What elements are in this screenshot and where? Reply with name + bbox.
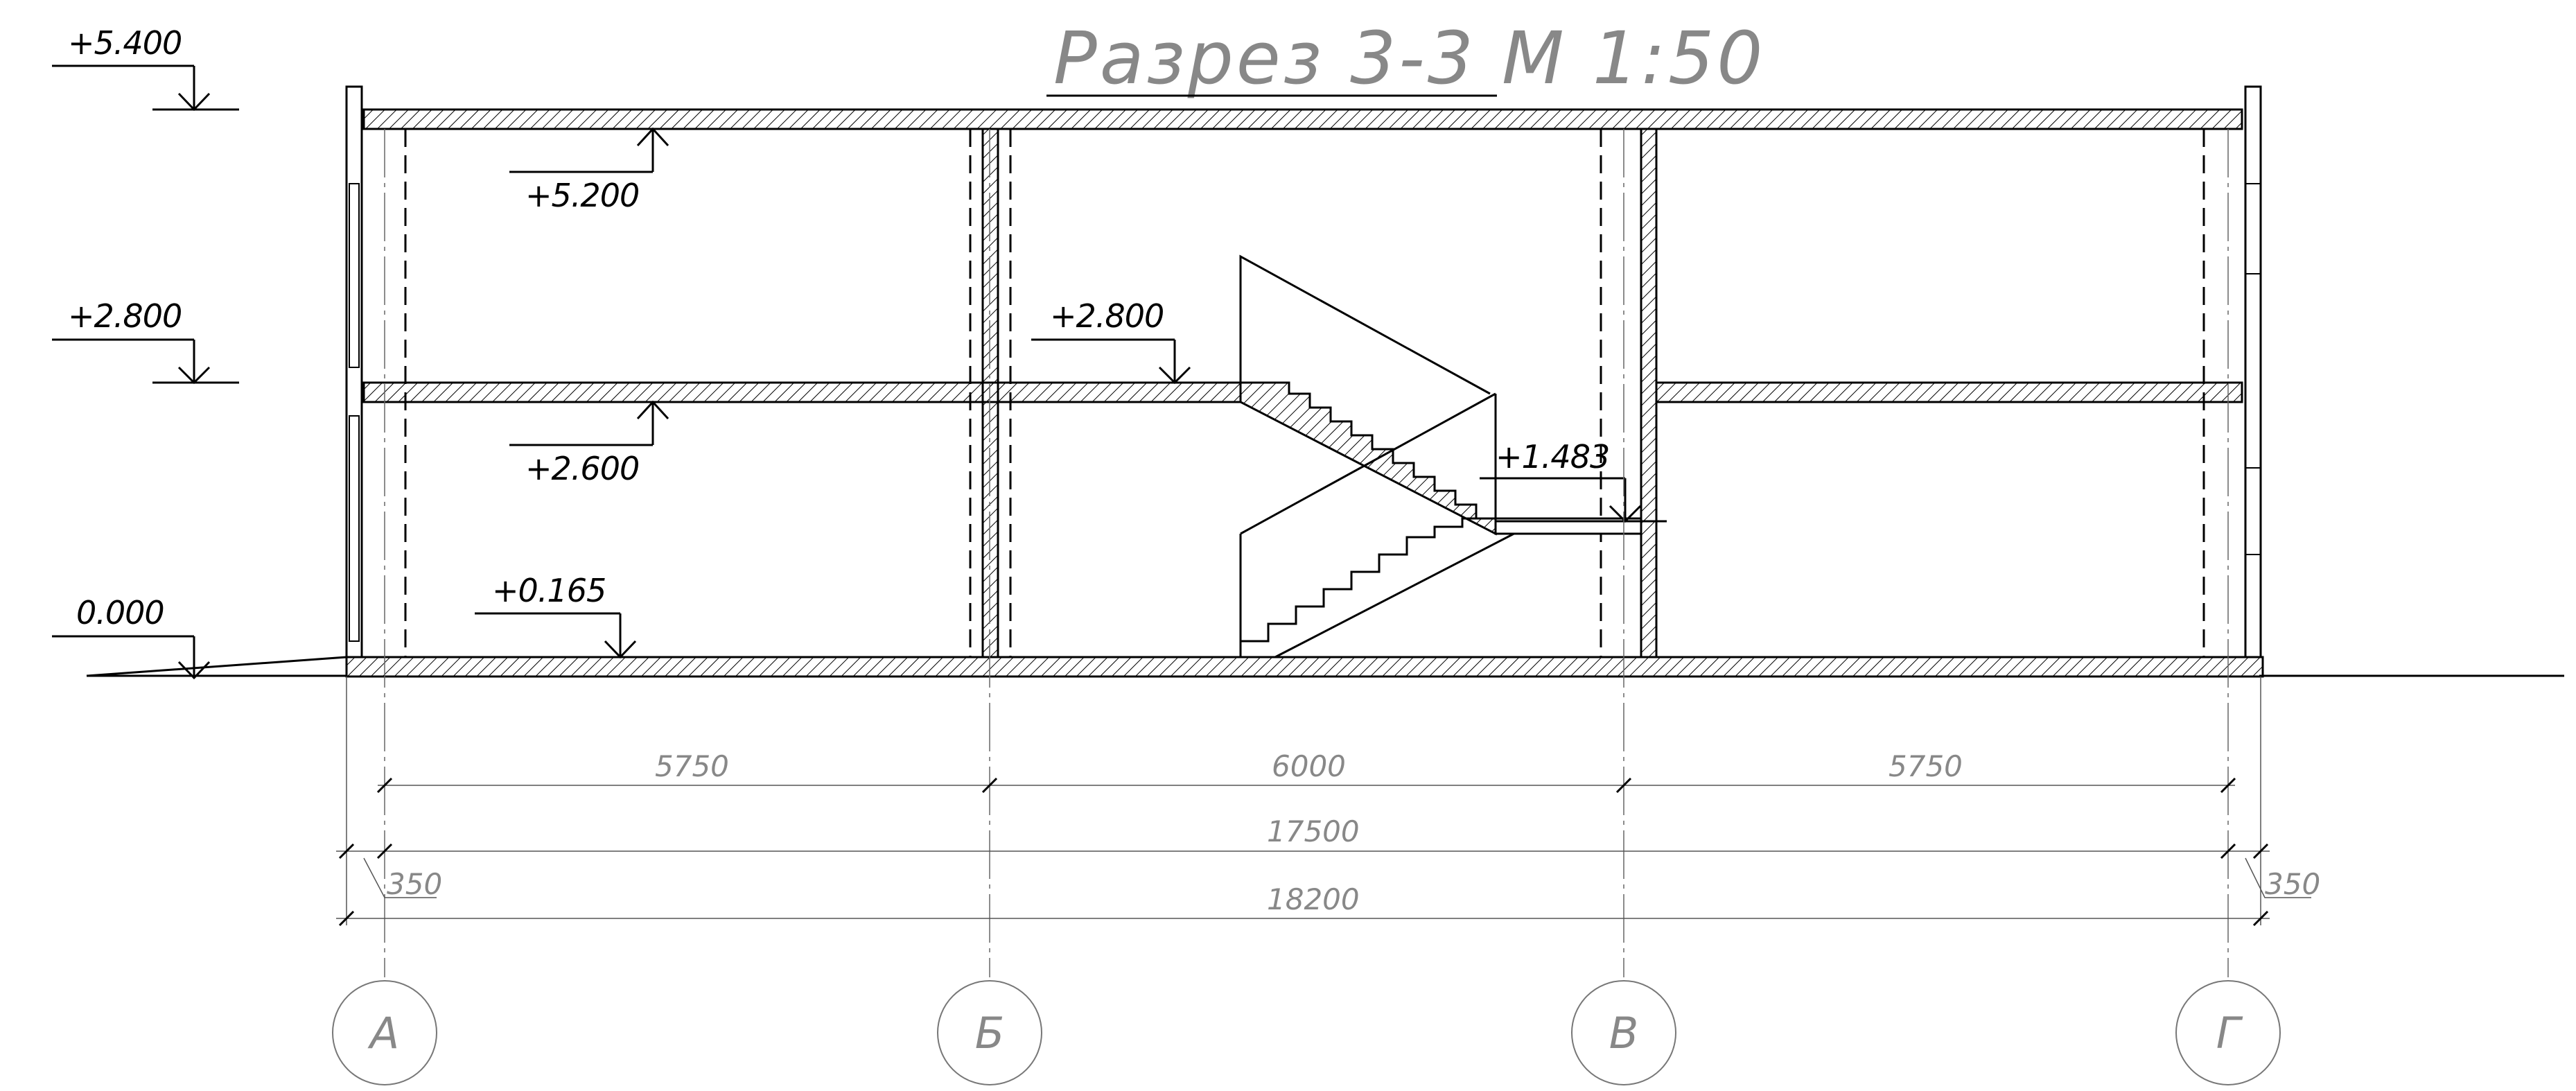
dimension-chain-axes: 17500 350 350 <box>336 814 2320 901</box>
svg-text:+5.200: +5.200 <box>525 177 639 214</box>
svg-text:0.000: 0.000 <box>76 594 164 631</box>
svg-text:А: А <box>367 1008 399 1058</box>
svg-text:17500: 17500 <box>1267 814 1360 848</box>
exterior-wall-right <box>2244 85 2262 658</box>
interior-wall-b <box>981 128 999 658</box>
svg-text:+2.800: +2.800 <box>68 297 182 335</box>
stair-stringer-lower <box>1274 527 1525 658</box>
roof-slab <box>362 108 2243 130</box>
floor-slab-right <box>1655 381 2243 403</box>
axis-bubble-v: В <box>1571 980 1676 1085</box>
svg-text:В: В <box>1609 1008 1639 1058</box>
axis-bubble-b: Б <box>937 980 1042 1085</box>
stair-flight-lower <box>1241 517 1496 643</box>
floor-slab-left <box>362 381 1242 403</box>
svg-text:5750: 5750 <box>1889 749 1963 783</box>
svg-text:Г: Г <box>2216 1008 2243 1058</box>
stair-rail-cross <box>1240 392 1496 535</box>
svg-text:350: 350 <box>2265 867 2320 901</box>
svg-text:+2.600: +2.600 <box>525 450 639 487</box>
level-mark-ground: 0.000 <box>52 594 211 680</box>
window-left-lower <box>349 415 360 642</box>
level-mark-floor: +0.165 <box>475 572 637 659</box>
interior-wall-v <box>1640 128 1658 658</box>
window-left-upper <box>349 183 360 368</box>
level-mark-stair-landing: +2.800 <box>1031 297 1191 385</box>
svg-text:Б: Б <box>975 1008 1005 1058</box>
svg-text:350: 350 <box>387 867 442 901</box>
entry-ramp <box>86 656 348 677</box>
svg-text:+1.483: +1.483 <box>1496 438 1609 475</box>
dimension-overall: 18200 <box>336 882 2270 927</box>
level-mark-top: +5.400 <box>52 24 239 112</box>
svg-text:6000: 6000 <box>1272 749 1346 783</box>
level-mark-ceiling-mid: +2.600 <box>509 400 669 487</box>
stair-rail-upper <box>1239 254 1491 395</box>
axis-bubble-g: Г <box>2175 980 2281 1085</box>
svg-text:18200: 18200 <box>1267 882 1360 916</box>
level-mark-stair-mid: +1.483 <box>1480 438 1667 523</box>
svg-text:5750: 5750 <box>655 749 729 783</box>
dimension-chain-spans: 5750 6000 5750 <box>376 749 2236 794</box>
svg-text:+2.800: +2.800 <box>1050 297 1164 335</box>
drawing-title: Разрез 3-3 М 1:50 <box>1053 16 1765 101</box>
stair-flight-upper <box>1239 381 1497 536</box>
ground-slab <box>345 656 2264 678</box>
level-mark-ceiling-top: +5.200 <box>509 127 669 214</box>
svg-text:+5.400: +5.400 <box>68 24 182 62</box>
axis-bubble-a: А <box>332 980 437 1085</box>
level-mark-mid: +2.800 <box>52 297 239 385</box>
svg-text:+0.165: +0.165 <box>492 572 606 609</box>
